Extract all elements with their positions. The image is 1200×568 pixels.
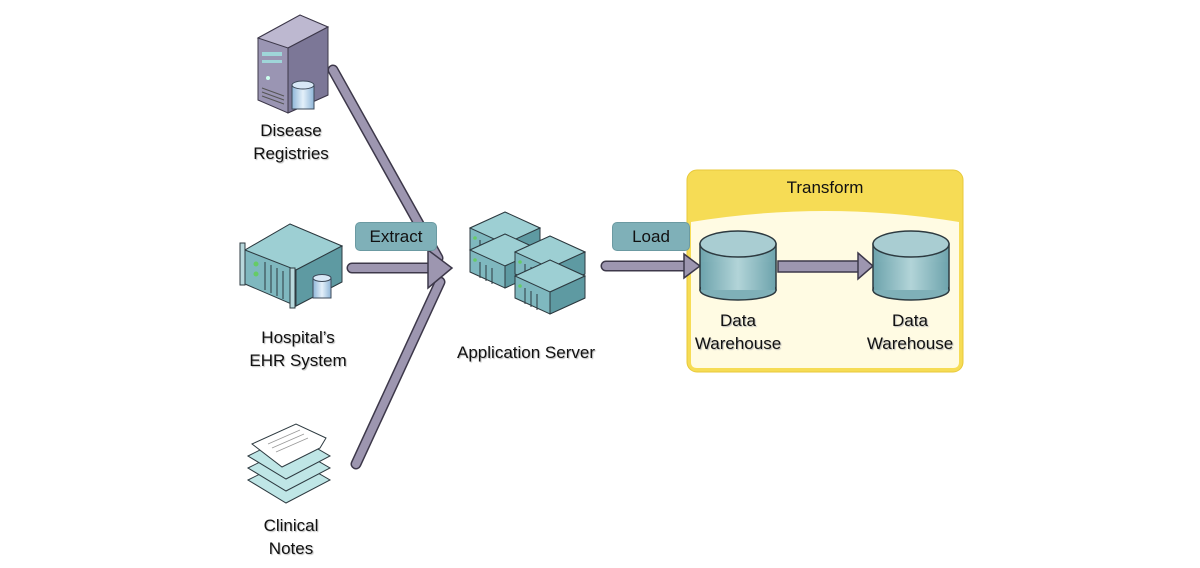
document-stack-icon <box>246 423 332 504</box>
label-line: Disease <box>260 121 322 140</box>
label-line: EHR System <box>249 351 347 370</box>
application-server-label: Application Server <box>457 343 595 362</box>
load-arrow <box>600 252 702 280</box>
tower-server-with-database-icon <box>256 14 330 114</box>
label-line: Warehouse <box>866 334 954 353</box>
extract-arrows <box>327 64 454 470</box>
rack-server-with-database-icon <box>239 223 344 309</box>
label-line: Data <box>892 311 928 330</box>
label-line: Data <box>720 311 756 330</box>
data-warehouse-2-icon <box>872 230 950 301</box>
label-line: Hospital’s <box>261 328 335 347</box>
label-line: Registries <box>253 144 329 163</box>
extract-step-tag: Extract <box>355 222 437 251</box>
transform-title: Transform <box>786 178 864 197</box>
transform-arrow <box>777 251 875 281</box>
server-cluster-icon <box>468 211 586 315</box>
label-line: Notes <box>268 539 314 558</box>
label-line: Clinical <box>263 516 319 535</box>
data-warehouse-1-icon <box>699 230 777 301</box>
label-line: Warehouse <box>694 334 782 353</box>
load-step-tag: Load <box>612 222 690 251</box>
